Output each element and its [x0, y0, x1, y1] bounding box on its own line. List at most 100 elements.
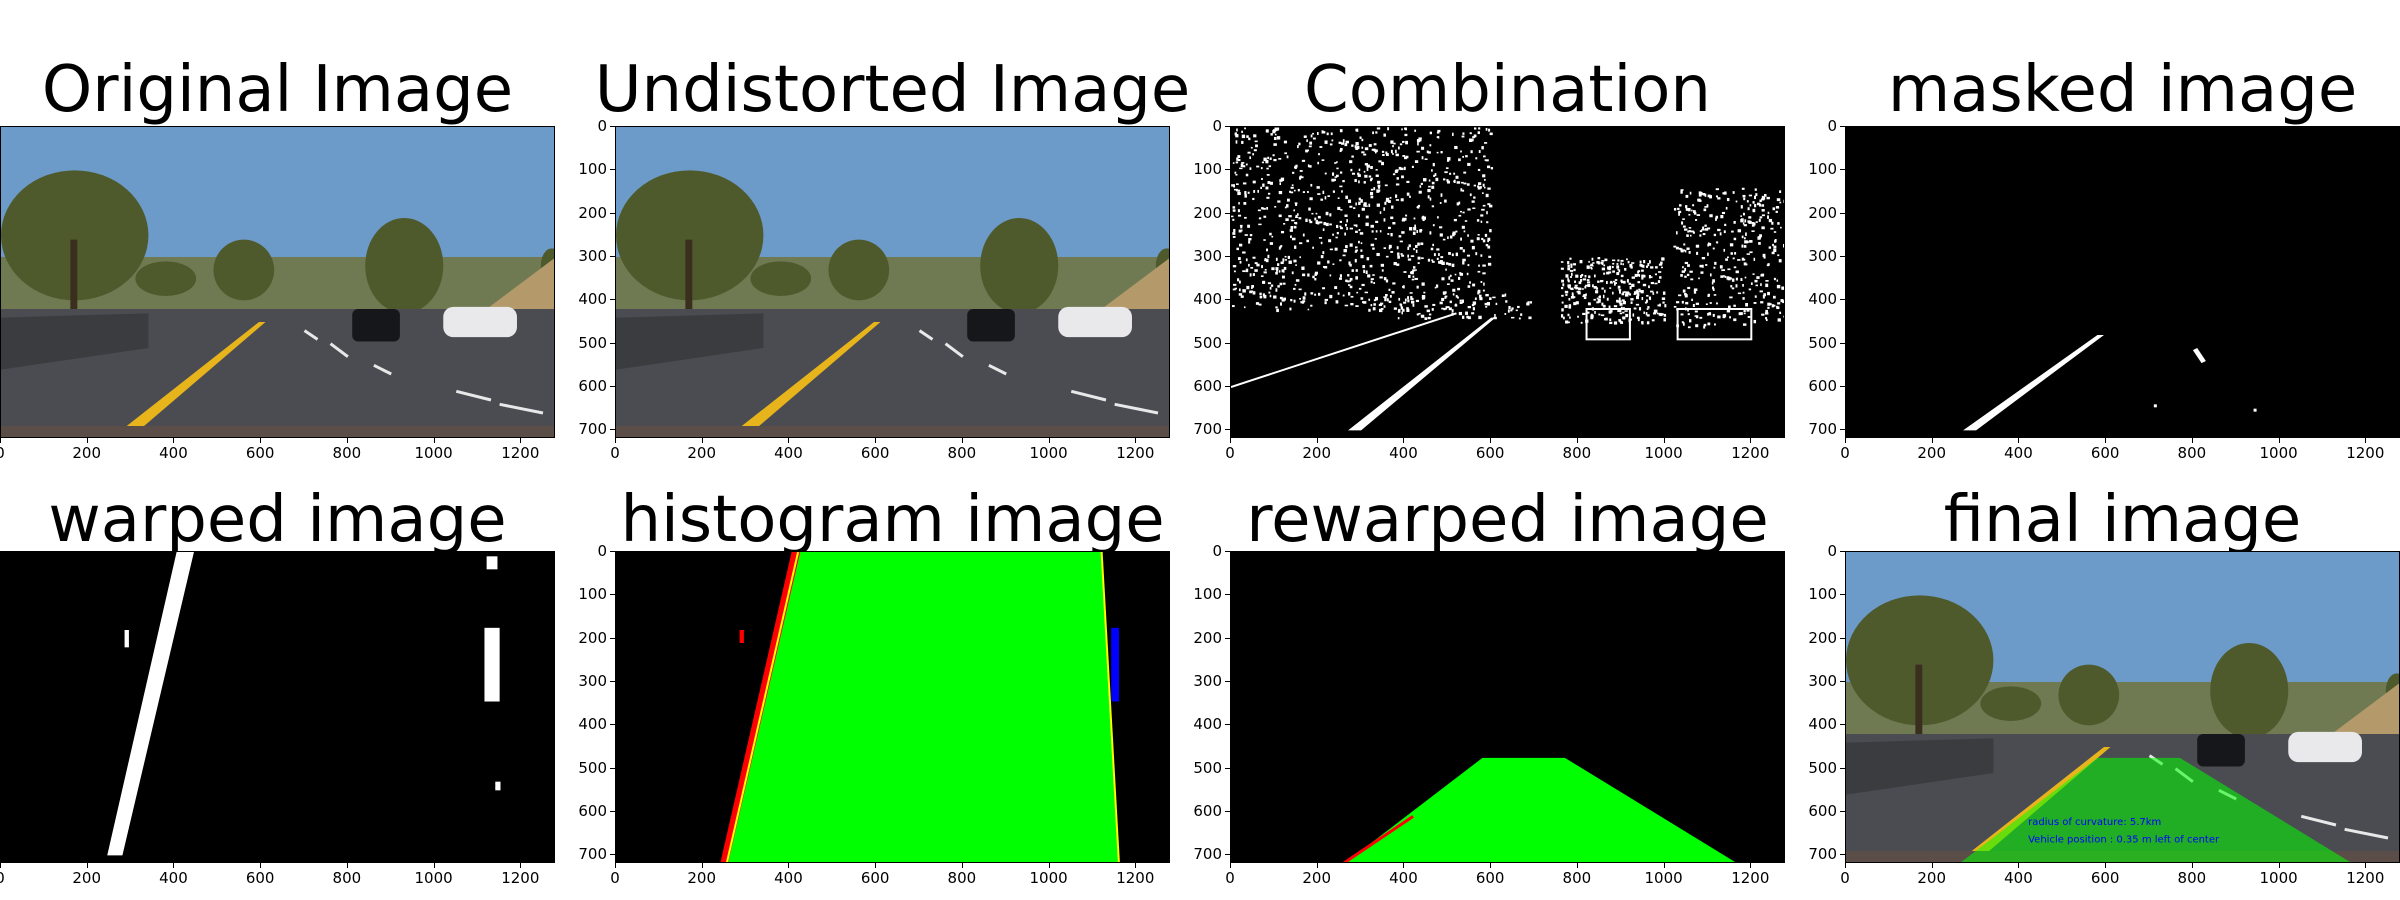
right-lane-warped — [484, 627, 500, 702]
tree — [2058, 664, 2120, 726]
edge-speckle — [1231, 215, 1234, 218]
edge-speckle — [1749, 204, 1752, 207]
edge-speckle — [1320, 255, 1324, 259]
edge-speckle — [1365, 222, 1369, 227]
edge-speckle — [1727, 256, 1729, 259]
edge-speckle — [1431, 205, 1435, 208]
edge-speckle — [1673, 207, 1677, 211]
edge-speckle — [1454, 273, 1457, 276]
edge-speckle — [1703, 208, 1707, 212]
edge-speckle — [1243, 202, 1247, 205]
edge-speckle — [1390, 149, 1393, 154]
edge-speckle — [1493, 316, 1497, 320]
panel-title-final: final image — [1943, 483, 2302, 557]
x-tick-mark — [1576, 863, 1578, 868]
y-tick-label: 500 — [578, 333, 607, 352]
edge-speckle — [1699, 264, 1703, 268]
x-tick-mark — [2105, 438, 2107, 443]
edge-speckle — [1461, 135, 1465, 138]
edge-speckle — [1381, 150, 1385, 153]
edge-speckle — [1309, 165, 1312, 168]
y-tick-mark — [1840, 386, 1845, 387]
edge-speckle — [1236, 128, 1238, 132]
edge-speckle — [1327, 260, 1330, 264]
edge-speckle — [1743, 262, 1747, 266]
edge-speckle — [1595, 287, 1599, 290]
edge-speckle — [1620, 279, 1623, 283]
edge-speckle — [1282, 282, 1286, 285]
y-tick-label: 400 — [578, 290, 607, 309]
edge-speckle — [1681, 221, 1684, 225]
edge-speckle — [1448, 307, 1452, 311]
x-tick-label: 400 — [774, 869, 803, 887]
edge-speckle — [1253, 190, 1256, 193]
edge-speckle — [1281, 298, 1285, 302]
edge-speckle — [1449, 274, 1452, 277]
x-tick-label: 200 — [1302, 869, 1332, 887]
edge-speckle — [1261, 161, 1264, 164]
edge-speckle — [1466, 254, 1471, 257]
edge-speckle — [1659, 313, 1663, 317]
edge-speckle — [1438, 253, 1440, 256]
x-tick-label: 1000 — [1029, 869, 1068, 887]
edge-speckle — [1568, 305, 1572, 309]
edge-speckle — [1683, 243, 1686, 246]
edge-speckle — [1654, 273, 1658, 276]
edge-speckle — [1245, 163, 1248, 166]
edge-speckle — [1638, 288, 1641, 291]
x-tick-mark — [615, 863, 616, 868]
edge-speckle — [1274, 205, 1277, 208]
edge-speckle — [1397, 146, 1400, 150]
edge-speckle — [1452, 132, 1454, 137]
edge-speckle — [1360, 297, 1364, 300]
y-tick-label: 200 — [578, 203, 607, 222]
edge-speckle — [1597, 261, 1600, 265]
edge-speckle — [1269, 242, 1274, 245]
edge-speckle — [1308, 145, 1312, 148]
edge-speckle — [1742, 222, 1745, 225]
y-tick-label: 300 — [578, 672, 607, 690]
edge-speckle — [1560, 267, 1564, 270]
edge-speckle — [1368, 203, 1371, 208]
edge-speckle — [1625, 291, 1630, 295]
edge-speckle — [1636, 289, 1639, 292]
edge-speckle — [1286, 204, 1289, 208]
edge-speckle — [1675, 246, 1679, 250]
edge-speckle — [1740, 218, 1744, 223]
edge-speckle — [1460, 188, 1463, 192]
edge-speckle — [1258, 217, 1262, 220]
x-tick-label: 1200 — [2346, 869, 2385, 887]
edge-speckle — [1684, 294, 1688, 298]
edge-speckle — [1678, 204, 1682, 207]
edge-speckle — [1273, 129, 1277, 132]
edge-speckle — [1430, 247, 1434, 251]
edge-speckle — [1337, 197, 1340, 199]
edge-speckle — [1407, 258, 1412, 261]
x-tick-mark — [346, 438, 348, 443]
edge-speckle — [1776, 198, 1781, 202]
edge-speckle — [1492, 296, 1496, 299]
edge-speckle — [1361, 207, 1365, 211]
panel-title-rewarped: rewarped image — [1246, 483, 1769, 557]
edge-speckle — [1421, 216, 1424, 220]
edge-speckle — [1518, 317, 1521, 320]
edge-speckle — [1279, 179, 1283, 182]
edge-speckle — [1474, 297, 1477, 300]
edge-speckle — [1354, 145, 1357, 149]
edge-speckle — [1767, 215, 1769, 219]
edge-speckle — [1461, 299, 1464, 303]
edge-speckle — [1312, 275, 1315, 279]
edge-speckle — [1486, 221, 1489, 224]
edge-speckle — [1758, 242, 1761, 245]
x-tick-label: 1200 — [501, 444, 540, 462]
edge-speckle — [1239, 167, 1243, 170]
x-tick-label: 1200 — [1116, 869, 1155, 887]
edge-speckle — [1336, 167, 1339, 170]
edge-speckle — [1350, 295, 1354, 298]
edge-speckle — [1473, 134, 1477, 138]
y-tick-mark — [1225, 386, 1230, 387]
edge-speckle — [1565, 274, 1569, 278]
edge-speckle — [1603, 264, 1606, 267]
edge-speckle — [1299, 242, 1303, 245]
edge-speckle — [1372, 247, 1375, 250]
